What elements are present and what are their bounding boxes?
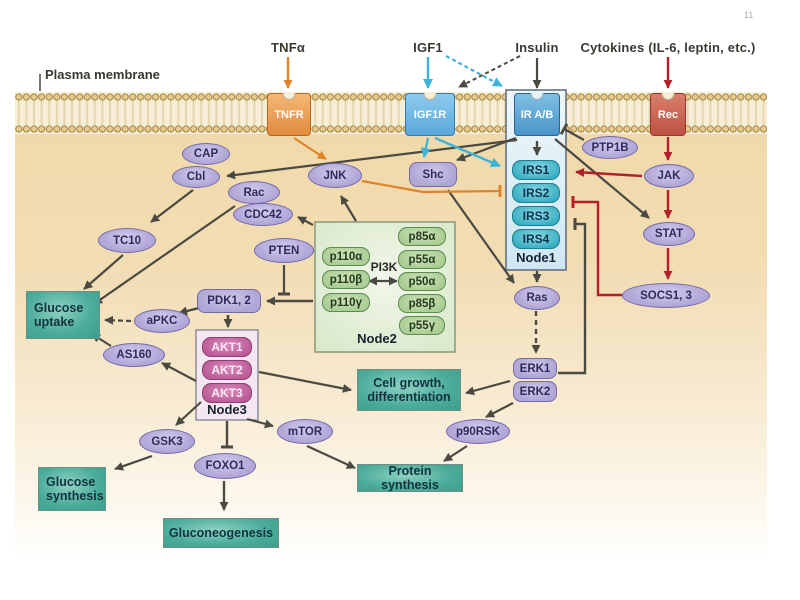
arrows-layer [83,55,673,511]
node3-title: Node3 [207,402,247,417]
receptor-rec: Rec [650,93,686,136]
arrow-node3-to-mtor [246,417,274,429]
node2-p110g: p110γ [322,293,370,312]
arrow-ir-to-cbl [226,138,518,180]
protein-shc: Shc [409,162,457,187]
arrow-shc-to-ras [447,189,515,284]
node1-title: Node1 [516,250,556,265]
arrow-insulin-to-igf1r-dashed [458,55,521,88]
receptor-igf1r: IGF1R [405,93,455,136]
node2-pi3k-label: PI3K [370,260,398,274]
ligand-cytokines: Cytokines (IL-6, leptin, etc.) [580,40,756,55]
plasma-membrane [15,92,767,134]
protein-pdk12: PDK1, 2 [197,289,261,313]
protein-ptp1b: PTP1B [582,136,638,159]
arrow-node2-to-cdc42 [297,216,314,226]
arrow-node3-to-gsk3 [175,401,202,426]
protein-p90rsk: p90RSK [446,419,510,444]
node1-irs4: IRS4 [512,229,560,249]
protein-pten: PTEN [254,238,314,263]
arrow-tnfr-to-jnk [293,137,327,160]
protein-tc10: TC10 [98,228,156,253]
node3-akt2: AKT2 [202,360,252,380]
protein-stat: STAT [643,222,695,246]
arrow-igf1-to-ir-dashed [445,55,503,87]
protein-cdc42: CDC42 [233,203,293,226]
arrow-ir-to-stat [554,138,650,219]
node2-p110b: p110β [322,270,370,289]
node2-p55g: p55γ [399,316,445,335]
protein-ras: Ras [514,286,560,310]
node2-p85a: p85α [398,227,446,246]
page-number: 11 [744,10,754,20]
protein-cbl: Cbl [172,166,220,188]
protein-rac: Rac [228,181,280,204]
inhibit-socs-irs [571,196,622,297]
arrow-gsk3-to-glucose-synthesis [114,454,153,471]
arrow-p90rsk-to-protein-synthesis [443,445,468,462]
arrow-apkc-to-glucose-uptake-dashed [104,315,132,325]
plasma-membrane-label: Plasma membrane [45,67,160,82]
arrow-erk-to-cell-growth [465,379,511,396]
protein-foxo1: FOXO1 [194,453,256,479]
arrow-igf1r-to-shc [420,137,431,158]
protein-erk1: ERK1 [513,358,557,379]
receptor-ir-ab: IR A/B [514,93,560,136]
protein-as160: AS160 [103,343,165,367]
node2-title: Node2 [357,331,397,346]
node1-irs1: IRS1 [512,160,560,180]
protein-erk2: ERK2 [513,381,557,402]
protein-jnk: JNK [308,163,362,188]
inhibit-ptp1b-ir [559,123,585,141]
node2-p85b: p85β [398,294,446,313]
protein-apkc: aPKC [134,309,190,333]
node2-p50a: p50α [398,272,446,291]
arrow-tc10-to-glucose-uptake [83,254,124,290]
outcome-glucose-uptake: Glucose uptake [26,291,100,339]
node2-p55a: p55α [398,250,446,269]
node1-irs2: IRS2 [512,183,560,203]
arrow-erk2-to-p90rsk [485,402,514,418]
outcome-protein-synthesis: Protein synthesis [357,464,463,492]
arrow-node3-to-cell-growth [258,370,352,393]
outcome-gluconeogenesis: Gluconeogenesis [163,518,279,548]
node1-irs3: IRS3 [512,206,560,226]
outcome-glucose-synthesis: Glucose synthesis [38,467,106,511]
node3-akt1: AKT1 [202,337,252,357]
inhibit-erk-feedback-irs [558,218,587,375]
ligand-insulin: Insulin [515,40,559,55]
arrow-igf1r-to-irs1 [434,136,501,168]
arrow-node2-to-jnk [340,195,357,222]
protein-mtor: mTOR [277,419,333,444]
arrow-node3-to-as160 [161,362,197,382]
protein-socs: SOCS1, 3 [622,283,710,308]
node3-akt3: AKT3 [202,383,252,403]
receptor-tnfr: TNFR [267,93,311,136]
arrow-mtor-to-protein-synthesis [306,445,356,469]
ligand-tnfa: TNFα [270,40,306,55]
arrow-cdc42-to-glucose-uptake [93,205,236,305]
protein-gsk3: GSK3 [139,429,195,454]
outcome-cell-growth: Cell growth, differentiation [357,369,461,411]
arrow-jak-to-irs1 [575,167,643,178]
arrow-cbl-to-tc10 [150,189,194,223]
inhibit-jnk-irs2 [361,179,502,198]
protein-jak: JAK [644,164,694,188]
protein-cap: CAP [182,143,230,165]
node2-p110a: p110α [322,247,370,266]
ligand-igf1: IGF1 [413,40,443,55]
